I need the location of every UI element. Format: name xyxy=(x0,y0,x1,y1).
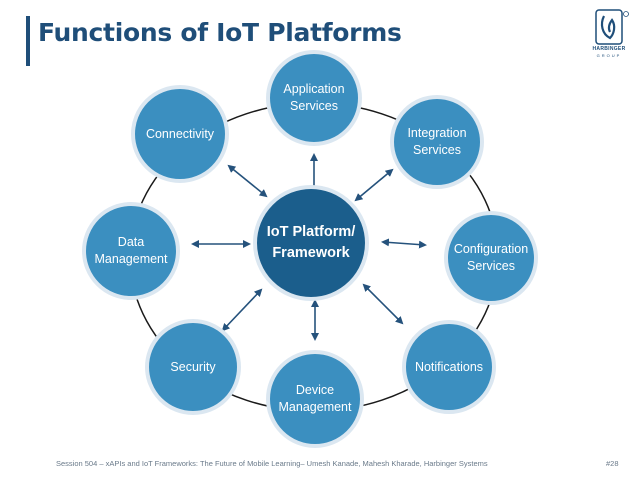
node-application-services xyxy=(266,50,362,146)
logo-text: HARBINGER xyxy=(592,46,626,52)
arrow-connectivity xyxy=(227,164,268,198)
node-label-data-management: Data Management xyxy=(94,235,168,266)
node-device-management xyxy=(266,350,364,448)
node-connectivity xyxy=(131,85,229,183)
page-title: Functions of IoT Platforms xyxy=(38,18,402,47)
node-security xyxy=(145,319,241,415)
node-label-integration-services: Integration Services xyxy=(407,126,467,157)
logo-subtext: GROUP xyxy=(596,53,622,58)
harbinger-logo-icon xyxy=(595,9,629,45)
node-label-security: Security xyxy=(170,359,216,374)
node-label-device-management: Device Management xyxy=(278,383,352,414)
node-label-application-services: Application Services xyxy=(283,82,345,113)
node-integration-services xyxy=(390,95,484,189)
node-label-notifications: Notifications xyxy=(414,359,484,374)
arrow-integration-services xyxy=(354,168,394,202)
arrow-security xyxy=(221,288,263,332)
center-node-label: IoT Platform/ Framework xyxy=(266,224,356,261)
node-label-configuration-services: Configuration Services xyxy=(453,242,529,273)
footer-text: Session 504 – xAPIs and IoT Frameworks: … xyxy=(56,459,488,468)
node-notifications xyxy=(402,320,496,414)
node-label-connectivity: Connectivity xyxy=(145,126,215,141)
node-data-management xyxy=(82,202,180,300)
page-number: #28 xyxy=(606,459,619,468)
arrow-notifications xyxy=(362,283,404,325)
node-configuration-services xyxy=(444,211,538,305)
arrow-configuration-services xyxy=(381,238,427,249)
center-node xyxy=(253,185,369,301)
title-accent-bar xyxy=(26,16,30,66)
